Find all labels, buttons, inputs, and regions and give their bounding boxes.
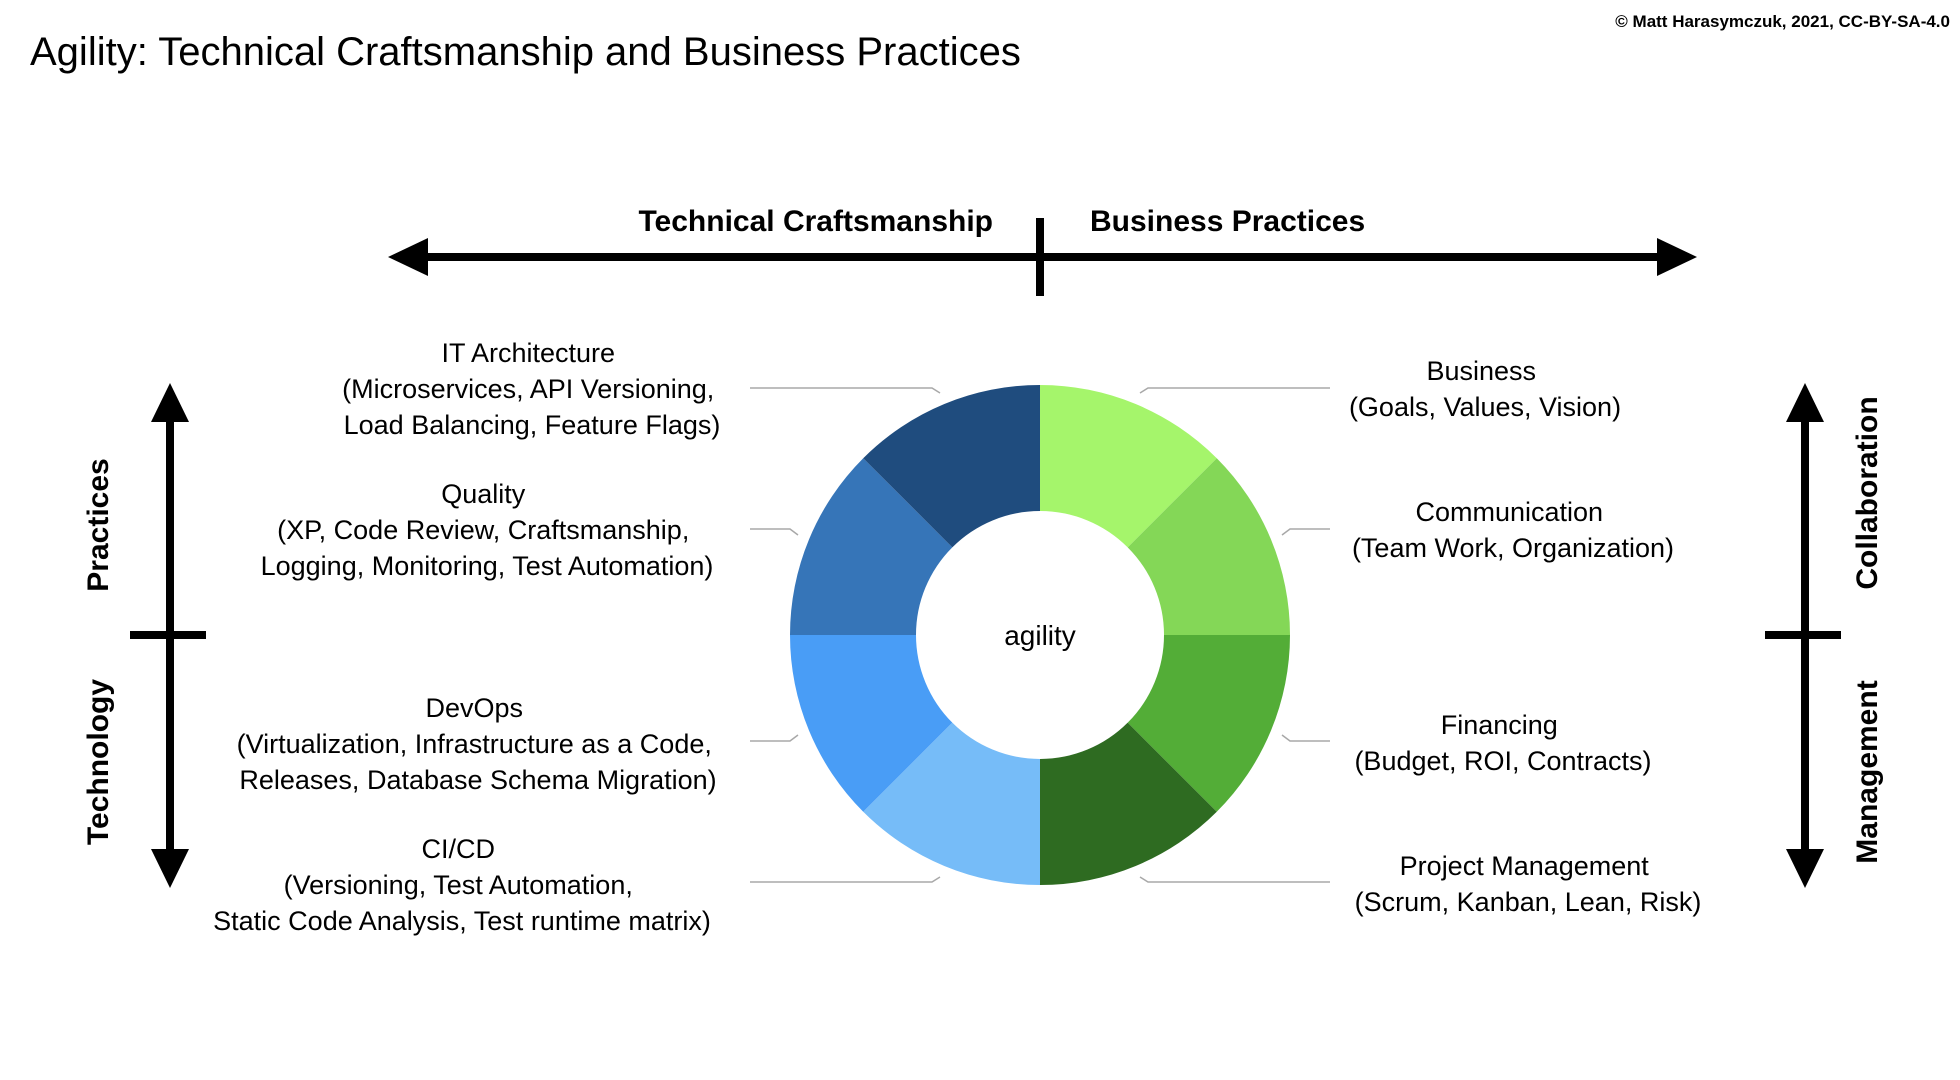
segment-detail: (Virtualization, Infrastructure as a Cod…: [237, 729, 712, 759]
segment-detail: Logging, Monitoring, Test Automation): [261, 551, 714, 581]
leader-line-project-management: [1139, 876, 1330, 883]
segment-name: Communication: [1415, 497, 1603, 527]
left-axis-up-arrowhead-icon: [151, 383, 189, 422]
leader-line-quality: [750, 528, 799, 536]
segment-detail: (Versioning, Test Automation,: [284, 870, 633, 900]
label-devops: DevOps (Virtualization, Infrastructure a…: [237, 693, 720, 795]
diagram-title: Agility: Technical Craftsmanship and Bus…: [30, 30, 1021, 74]
segment-name: IT Architecture: [441, 338, 615, 368]
business-practices-label: Business Practices: [1090, 205, 1365, 238]
management-label: Management: [1851, 680, 1884, 863]
segment-name: Financing: [1441, 710, 1558, 740]
segment-detail: (Goals, Values, Vision): [1349, 392, 1621, 422]
segment-name: Quality: [441, 479, 526, 509]
leader-line-devops: [750, 734, 799, 742]
donut-segment-quality: [790, 458, 953, 635]
agility-donut: [790, 385, 1290, 885]
donut-segment-financing: [1127, 635, 1290, 812]
donut-segment-ci-cd: [863, 722, 1040, 885]
horizontal-axis: Technical Craftsmanship Business Practic…: [388, 205, 1697, 296]
segment-detail: Releases, Database Schema Migration): [239, 765, 716, 795]
segment-detail: (Budget, ROI, Contracts): [1354, 746, 1651, 776]
donut-segment-it-architecture: [863, 385, 1040, 548]
left-vertical-axis: Practices Technology: [82, 383, 206, 888]
right-axis-down-arrowhead-icon: [1786, 849, 1824, 888]
segment-detail: (XP, Code Review, Craftsmanship,: [277, 515, 689, 545]
label-project-management: Project Management (Scrum, Kanban, Lean,…: [1355, 851, 1702, 917]
leader-line-communication: [1281, 528, 1330, 536]
donut-segment-devops: [790, 635, 953, 812]
right-arrowhead-icon: [1657, 238, 1697, 276]
segment-name: DevOps: [425, 693, 523, 723]
label-business: Business (Goals, Values, Vision): [1349, 356, 1621, 422]
leader-line-it-architecture: [750, 387, 941, 394]
segment-name: CI/CD: [421, 834, 495, 864]
leader-line-ci-cd: [750, 876, 941, 883]
segment-name: Business: [1426, 356, 1536, 386]
label-communication: Communication (Team Work, Organization): [1352, 497, 1674, 563]
label-quality: Quality (XP, Code Review, Craftsmanship,…: [261, 479, 714, 581]
label-financing: Financing (Budget, ROI, Contracts): [1354, 710, 1651, 776]
right-axis-up-arrowhead-icon: [1786, 383, 1824, 422]
left-axis-down-arrowhead-icon: [151, 849, 189, 888]
segment-detail: (Microservices, API Versioning,: [342, 374, 714, 404]
label-it-architecture: IT Architecture (Microservices, API Vers…: [342, 338, 722, 440]
segment-detail: Static Code Analysis, Test runtime matri…: [213, 906, 711, 936]
segment-detail: (Scrum, Kanban, Lean, Risk): [1355, 887, 1702, 917]
right-vertical-axis: Collaboration Management: [1765, 383, 1884, 888]
donut-segment-communication: [1127, 458, 1290, 635]
segment-name: Project Management: [1400, 851, 1650, 881]
practices-label: Practices: [82, 458, 115, 591]
collaboration-label: Collaboration: [1851, 396, 1884, 589]
donut-segment-project-management: [1040, 722, 1217, 885]
copyright-notice: © Matt Harasymczuk, 2021, CC-BY-SA-4.0: [1615, 12, 1950, 31]
donut-segment-business: [1040, 385, 1217, 548]
leader-line-business: [1139, 387, 1330, 394]
leader-lines: [750, 387, 1330, 883]
label-ci-cd: CI/CD (Versioning, Test Automation, Stat…: [213, 834, 711, 936]
center-label: agility: [1004, 620, 1076, 651]
technology-label: Technology: [82, 679, 115, 845]
technical-craftsmanship-label: Technical Craftsmanship: [638, 205, 993, 238]
leader-line-financing: [1281, 734, 1330, 742]
segment-detail: (Team Work, Organization): [1352, 533, 1674, 563]
left-arrowhead-icon: [388, 238, 428, 276]
segment-detail: Load Balancing, Feature Flags): [344, 410, 721, 440]
